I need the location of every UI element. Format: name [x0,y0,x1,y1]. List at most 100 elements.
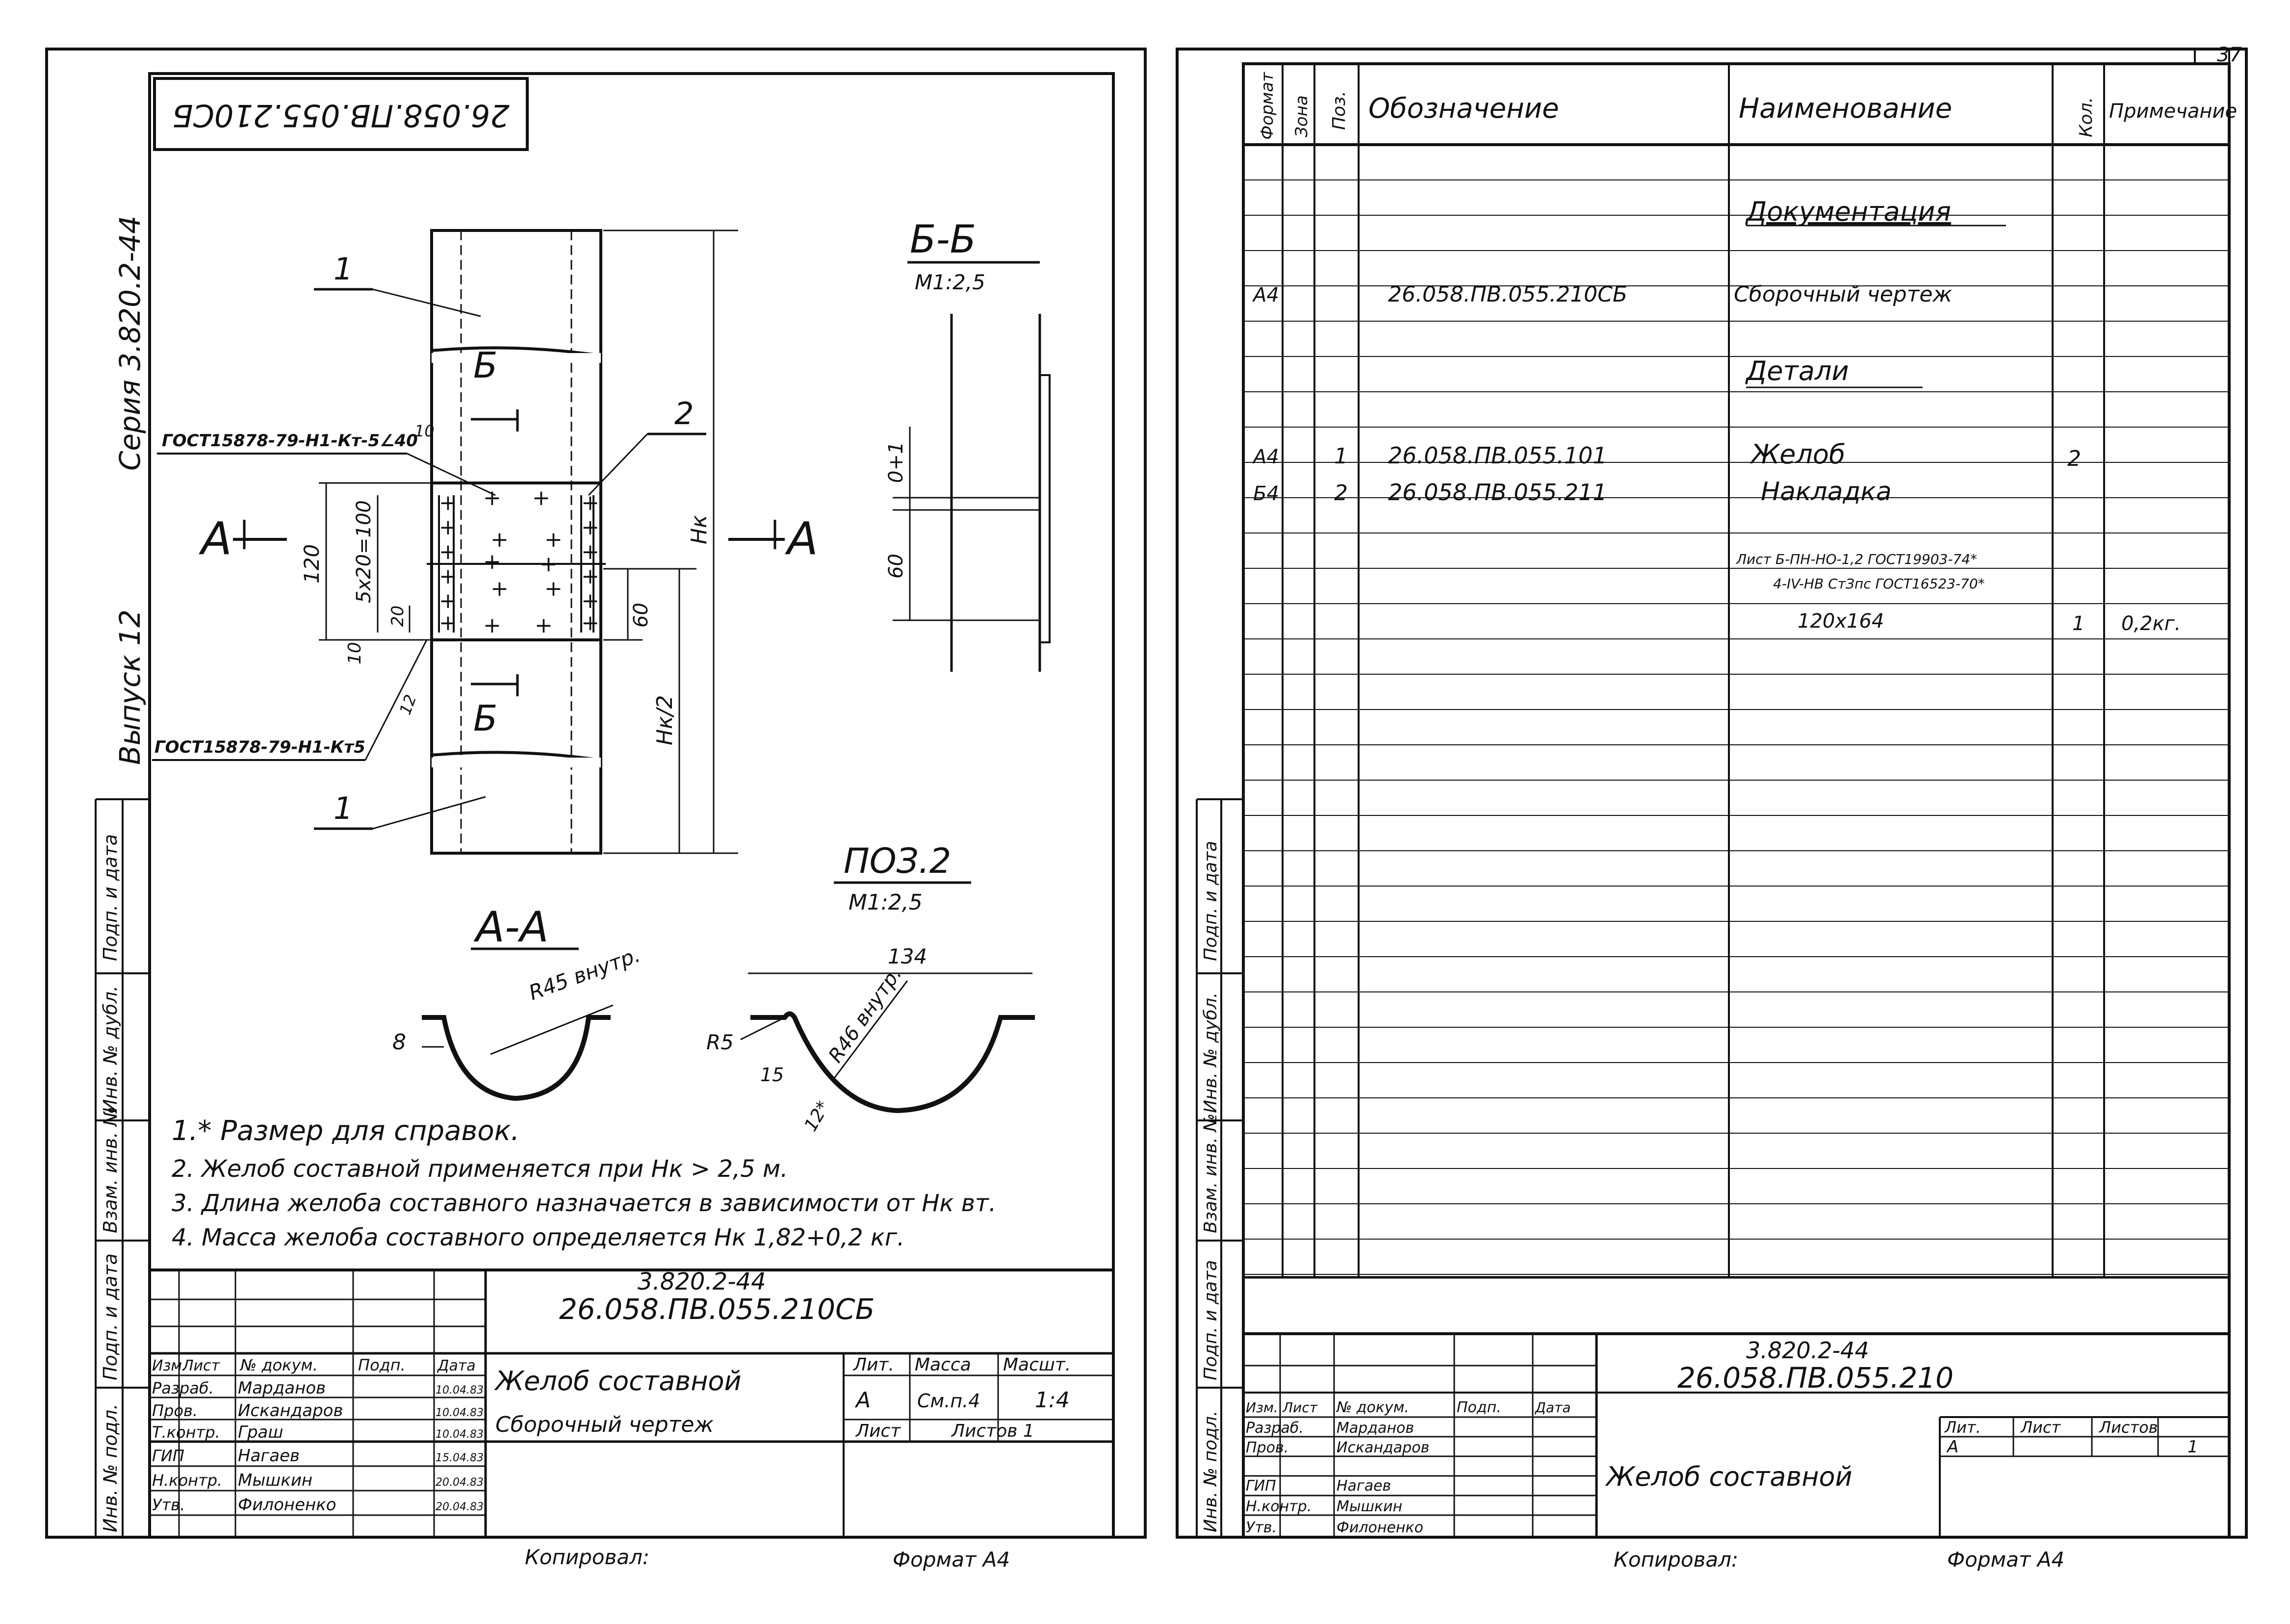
left-tb-lit: А [854,1388,871,1413]
side-cell-5: Инв. № подл. [100,1404,121,1532]
svg-text:+: + [483,613,501,638]
side-cell-4: Подп. и дата [100,1253,121,1380]
section-aa-radius: R45 внутр. [526,942,643,1005]
spec-row-5-code: 26.058.ПВ.055.211 [1388,479,1607,506]
right-tb-sheets: 1 [2187,1437,2198,1457]
left-copied: Копировал: [525,1545,649,1569]
spec-row-5-name: Накладка [1761,477,1892,507]
right-tb-role-5: Утв. [1246,1519,1277,1536]
section-mark-top: Б [473,345,497,386]
section-bb: Б-Б М1:2,5 0+1 60 [885,218,1051,672]
left-tb-name2: Сборочный чертеж [495,1412,714,1437]
left-tb-date-4: 15.04.83 [436,1452,484,1464]
left-tb-name1: Желоб составной [494,1366,742,1396]
left-tb-date-3: 10.04.83 [436,1428,484,1441]
left-tb-mass: См.п.4 [917,1390,980,1412]
left-tb-name-2: Искандаров [238,1401,343,1421]
left-tb-series: 3.820.2-44 [638,1268,766,1295]
spec-h-zone: Зона [1292,95,1312,137]
note-2: 2. Желоб составной применяется при Hк > … [172,1155,788,1183]
spec-row-4-pos: 1 [1334,444,1348,469]
left-tb-role-5: Н.контр. [152,1471,222,1490]
left-tb-name-6: Филоненко [238,1495,336,1515]
part-label-1-bottom: 1 [334,790,353,826]
part-label-2: 2 [674,396,694,431]
note-4: 4. Масса желоба составного определяется … [172,1224,904,1251]
spec-row-4-code: 26.058.ПВ.055.101 [1388,442,1607,469]
spec-h-format: Формат [1258,72,1277,140]
section-mark-bottom: Б [473,698,497,739]
svg-text:+: + [439,490,457,515]
spec-h-code: Обозначение [1368,93,1559,125]
right-tb-code: 26.058.ПВ.055.210 [1677,1361,1954,1395]
right-format: Формат А4 [1947,1548,2064,1572]
section-bb-scale: М1:2,5 [915,270,985,294]
right-tb-role-3: ГИП [1246,1477,1276,1495]
left-tb-h5: Дата [437,1357,476,1374]
spec-row-4-fmt: А4 [1252,446,1279,468]
main-view: ++ ++ ++ ++ ++ ++++++ ++++++ Hк Hк/2 60 [152,229,818,855]
spec-row-2-name: Сборочный чертеж [1734,282,1952,307]
svg-text:+: + [581,610,599,635]
left-tb-name-4: Нагаев [238,1446,300,1466]
weld-bottom: ГОСТ15878-79-Н1-Кт5 [154,737,365,757]
view-arrow-left: А [199,512,232,565]
right-title-block: 3.820.2-44 26.058.ПВ.055.210 Желоб соста… [1243,1332,2229,1537]
svg-text:+: + [544,576,563,601]
right-tb-sheets-header: Листов [2099,1418,2158,1437]
left-tb-name-1: Марданов [238,1378,326,1398]
svg-text:+: + [581,515,599,540]
spec-row-4-name: Желоб [1750,439,1845,470]
left-tb-name-5: Мышкин [238,1471,312,1490]
weld-top-num: 10 [414,422,435,440]
right-tb-sheet-header: Лист [2020,1418,2061,1437]
spec-row-8-name: 120x164 [1798,610,1884,633]
right-side-cell-4: Подп. и дата [1201,1260,1221,1380]
svg-text:+: + [581,588,599,613]
pos2-radius: R46 внутр. [824,963,906,1067]
dim-hk: Hк [687,515,712,544]
spec-h-qty: Кол. [2076,97,2096,137]
pos2-r5: R5 [706,1030,734,1054]
pos2-width: 134 [888,944,927,968]
left-tb-sheet: Лист [855,1421,901,1441]
svg-text:+: + [544,527,563,552]
section-aa-dim: 8 [392,1030,406,1055]
pos2-title: ПОЗ.2 [844,841,951,881]
section-bb-dim1: 0+1 [885,442,907,483]
right-tb-h3: № докум. [1336,1399,1409,1416]
note-3: 3. Длина желоба составного назначается в… [172,1190,996,1217]
spec-row-2-fmt: А4 [1252,284,1279,306]
weld-top: ГОСТ15878-79-Н1-Кт-5∠40 [162,431,418,451]
dim-hk2: Hк/2 [652,695,677,745]
right-side-cell-2: Инв. № дубл. [1201,992,1221,1113]
notes: 1.* Размер для справок. 2. Желоб составн… [172,1115,996,1251]
svg-text:+: + [490,527,509,552]
svg-text:+: + [439,610,457,635]
left-tb-date-5: 20.04.83 [436,1476,484,1489]
svg-text:+: + [581,539,599,564]
left-tb-role-2: Пров. [152,1401,198,1420]
left-tb-sheets: Листов 1 [951,1421,1034,1441]
right-side-cell-1: Подп. и дата [1201,841,1221,961]
left-tb-role-3: Т.контр. [152,1423,220,1442]
side-cell-2: Инв. № дубл. [100,986,121,1113]
part-label-1-top: 1 [334,251,353,287]
left-tb-scale: 1:4 [1035,1388,1070,1413]
svg-text:+: + [439,588,457,613]
spec-row-6-name: Лист Б-ПН-НО-1,2 ГОСТ19903-74* [1736,551,1977,567]
left-tb-name-3: Граш [238,1422,283,1442]
right-tb-name-2: Искандаров [1337,1439,1429,1456]
pos2-dim12: 12* [800,1098,833,1135]
left-tb-role-1: Разраб. [152,1379,214,1397]
spec-header: Формат Зона Поз. Обозначение Наименовани… [1258,72,2237,140]
spec-table [1242,64,2231,1279]
left-tb-h1: Изм. [152,1357,187,1374]
pos2-scale: М1:2,5 [849,890,923,915]
left-drawing-frame [148,72,1115,1539]
spec-row-2-code: 26.058.ПВ.055.210СБ [1388,282,1627,307]
svg-text:+: + [483,485,501,510]
left-tb-h2: Лист [182,1357,221,1374]
spec-row-1-name: Документация [1745,196,1951,227]
